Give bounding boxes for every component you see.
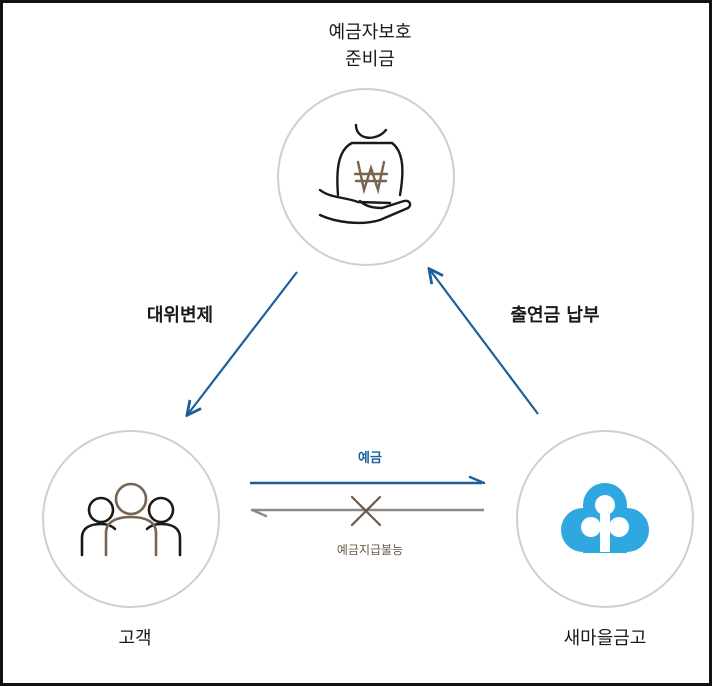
arrow-saemaeul-to-fund: [430, 270, 539, 415]
arrow-fund-to-customer: [188, 271, 298, 414]
fund-circle: [277, 88, 455, 266]
won-symbol-icon: [353, 160, 389, 195]
deposit-label: 예금: [358, 451, 382, 466]
fund-label: 예금자보호 준비금: [300, 19, 440, 73]
contribution-label: 출연금 납부: [510, 305, 600, 326]
fund-label-line2: 준비금: [345, 49, 395, 70]
customer-circle: [42, 430, 220, 608]
saemaeul-cloud-logo-icon: [561, 483, 649, 553]
saemaeul-label: 새마을금고: [563, 628, 647, 649]
people-group-icon: [80, 482, 182, 557]
customer-label: 고객: [118, 628, 152, 649]
arrow-customer-to-saemaeul: [250, 475, 486, 485]
fund-label-line1: 예금자보호: [328, 22, 412, 43]
hand-holding-won-bag-icon: [318, 123, 412, 225]
cross-icon: [350, 495, 382, 527]
payment-failure-label: 예금지급불능: [336, 543, 404, 557]
subrogation-label: 대위변제: [146, 305, 214, 326]
